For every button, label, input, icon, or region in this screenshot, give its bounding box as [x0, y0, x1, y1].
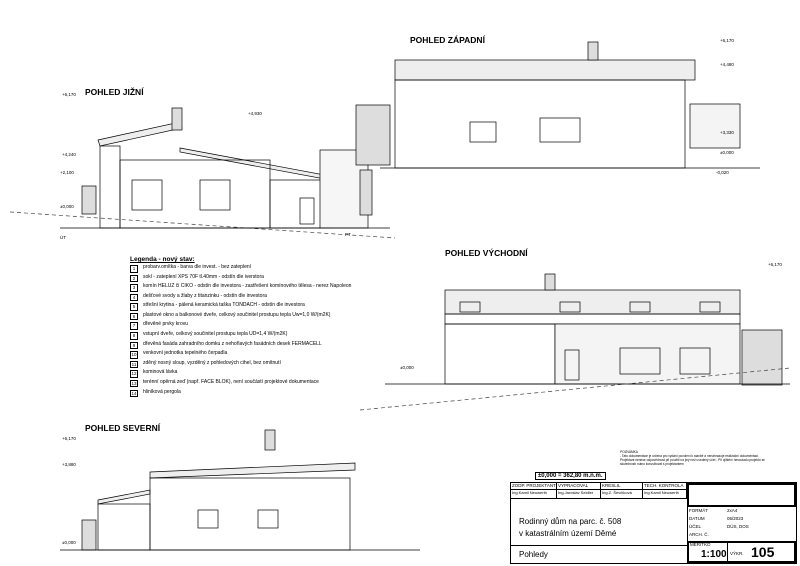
format-value: 2xA4: [727, 508, 738, 513]
level-label: +2,100: [60, 170, 74, 175]
legend-item: 14 hliníková pergola: [130, 388, 392, 399]
legend-number: 7: [130, 322, 138, 330]
level-label: +4,240: [62, 152, 76, 157]
legend-number: 10: [130, 351, 138, 359]
level-label: +3,330: [720, 130, 734, 135]
sheet-number: 105: [751, 544, 775, 560]
note: POZNÁMKA - Tato dokumentace je určena pr…: [620, 450, 770, 466]
date-label: DATUM: [689, 516, 705, 521]
legend-text: dešťové svody a žlaby z titanzinku - ods…: [143, 292, 267, 299]
purpose-value: DÚS, DOS: [727, 524, 749, 529]
project-title: Rodinný dům na parc. č. 508: [519, 517, 622, 526]
legend-number: 11: [130, 360, 138, 369]
level-label: PT: [345, 232, 351, 237]
scale-label: MĚŘÍTKO: [690, 542, 711, 547]
legend-text: dřevěné prvky krovu: [143, 321, 189, 328]
level-label: +3,880: [62, 462, 76, 467]
legend-text: sokl - zateplení XPS 70F tl.40mm - odstí…: [143, 273, 264, 280]
stamp-box: [687, 483, 796, 507]
legend-number: 1: [130, 265, 138, 273]
south-elevation: [60, 107, 390, 229]
legend-title: Legenda - nový stav:: [130, 256, 195, 263]
legend-item: 3 komín HELUZ či CIKO - odstín dle invest…: [130, 284, 392, 293]
note-title: POZNÁMKA: [620, 450, 638, 454]
scale-value: 1:100: [701, 549, 727, 560]
level-label: +6,170: [720, 38, 734, 43]
arch-label: ARCH. Č.: [689, 532, 709, 537]
legend-item: 8 vstupní dveře, celkový součinitel prost…: [130, 332, 392, 341]
legend-text: kominová lávka: [143, 369, 178, 376]
role-label: ZODP. PROJEKTANT: [511, 483, 557, 490]
name-value: Ing.Kamil Neuwerth: [511, 490, 557, 499]
legend-text: probarv.omítka - barva dle invest. - bez…: [143, 264, 252, 270]
terrain-line: [9, 211, 396, 239]
legend-number: 6: [130, 312, 138, 321]
legend-text: vstupní dveře, celkový součinitel prostu…: [143, 331, 288, 338]
legend-item: 2 sokl - zateplení XPS 70F tl.40mm - odst…: [130, 273, 392, 284]
legend-text: komín HELUZ či CIKO - odstín dle investo…: [143, 283, 352, 290]
legend-item: 4 dešťové svody a žlaby z titanzinku - od…: [130, 292, 392, 303]
project-location: v katastrálním území Děmé: [519, 529, 617, 538]
legend-item: 1 probarv.omítka - barva dle invest. - be…: [130, 265, 392, 274]
legend-text: venkovní jednotka tepelného čerpadla: [143, 350, 228, 357]
legend-text: terénní opěrná zeď (např. FACE BLOK), ne…: [143, 378, 319, 385]
view-title-north: POHLED SEVERNÍ: [85, 423, 161, 433]
legend-number: 2: [130, 274, 138, 283]
level-label: ÚT: [60, 235, 66, 240]
name-value: Ing.Jaroslav Seidler: [557, 490, 601, 499]
legend-text: střešní krytina - pálená keramická taška…: [143, 302, 305, 309]
level-label: +6,170: [768, 262, 782, 267]
legend-number: 9: [130, 341, 138, 350]
legend-item: 13 terénní opěrná zeď (např. FACE BLOK), …: [130, 378, 392, 389]
role-label: TECH. KONTROLA: [643, 483, 687, 490]
legend-number: 13: [130, 379, 138, 388]
legend: Legenda - nový stav: 1 probarv.omítka - b…: [130, 256, 392, 399]
east-elevation: [359, 273, 791, 411]
legend-number: 8: [130, 332, 138, 340]
title-block: ZODP. PROJEKTANT VYPRACOVAL KRESLIL TECH…: [510, 482, 797, 564]
legend-text: plastové okno a balkonové dveře, celkový…: [143, 311, 331, 318]
date-value: 05/2023: [727, 516, 744, 521]
legend-text: dřevěná fasáda zahradního domku z nehořl…: [143, 340, 322, 347]
legend-item: 6 plastové okno a balkonové dveře, celkov…: [130, 311, 392, 322]
north-elevation: [60, 429, 420, 551]
level-label: +4,480: [720, 62, 734, 67]
legend-item: 5 střešní krytina - pálená keramická tašk…: [130, 303, 392, 312]
sheet-label: VÝKR.: [730, 551, 744, 556]
legend-text: zděný nosný sloup, vyzděný z pohledových…: [143, 359, 281, 366]
purpose-label: ÚČEL: [689, 524, 702, 529]
legend-number: 3: [130, 284, 138, 292]
level-label: +6,170: [62, 92, 76, 97]
view-title-east: POHLED VÝCHODNÍ: [445, 248, 528, 258]
view-title-west: POHLED ZÁPADNÍ: [410, 35, 485, 45]
level-label: ±0,000: [720, 150, 734, 155]
format-label: FORMÁT: [689, 508, 708, 513]
name-value: Ing.Kamil Neuwerth: [643, 490, 687, 499]
level-label: +4,930: [248, 111, 262, 116]
legend-number: 5: [130, 303, 138, 311]
drawing-name: Pohledy: [511, 545, 687, 563]
name-value: Ing.Z. Ševčíková: [601, 490, 643, 499]
level-label: +6,170: [62, 436, 76, 441]
role-label: KRESLIL: [601, 483, 643, 490]
legend-text: hliníková pergola: [143, 388, 181, 395]
west-elevation: [355, 41, 760, 169]
role-label: VYPRACOVAL: [557, 483, 601, 490]
legend-item: 7 dřevěné prvky krovu: [130, 322, 392, 331]
legend-number: 14: [130, 389, 138, 398]
legend-item: 12 kominová lávka: [130, 370, 392, 379]
view-title-south: POHLED JIŽNÍ: [85, 87, 144, 97]
level-label: ±0,000: [60, 204, 74, 209]
note-text: - Tato dokumentace je určena pro vydání …: [620, 454, 765, 466]
legend-item: 11 zděný nosný sloup, vyzděný z pohledový…: [130, 359, 392, 370]
level-label: -0,020: [716, 170, 729, 175]
legend-number: 12: [130, 370, 138, 378]
level-label: ±0,000: [400, 365, 414, 370]
legend-item: 9 dřevěná fasáda zahradního domku z nehoř…: [130, 340, 392, 351]
legend-item: 10 venkovní jednotka tepelného čerpadla: [130, 351, 392, 360]
zero-level-label: ±0,000 = 362,80 m.n.m.: [535, 472, 606, 480]
level-label: ±0,000: [62, 540, 76, 545]
legend-number: 4: [130, 293, 138, 302]
